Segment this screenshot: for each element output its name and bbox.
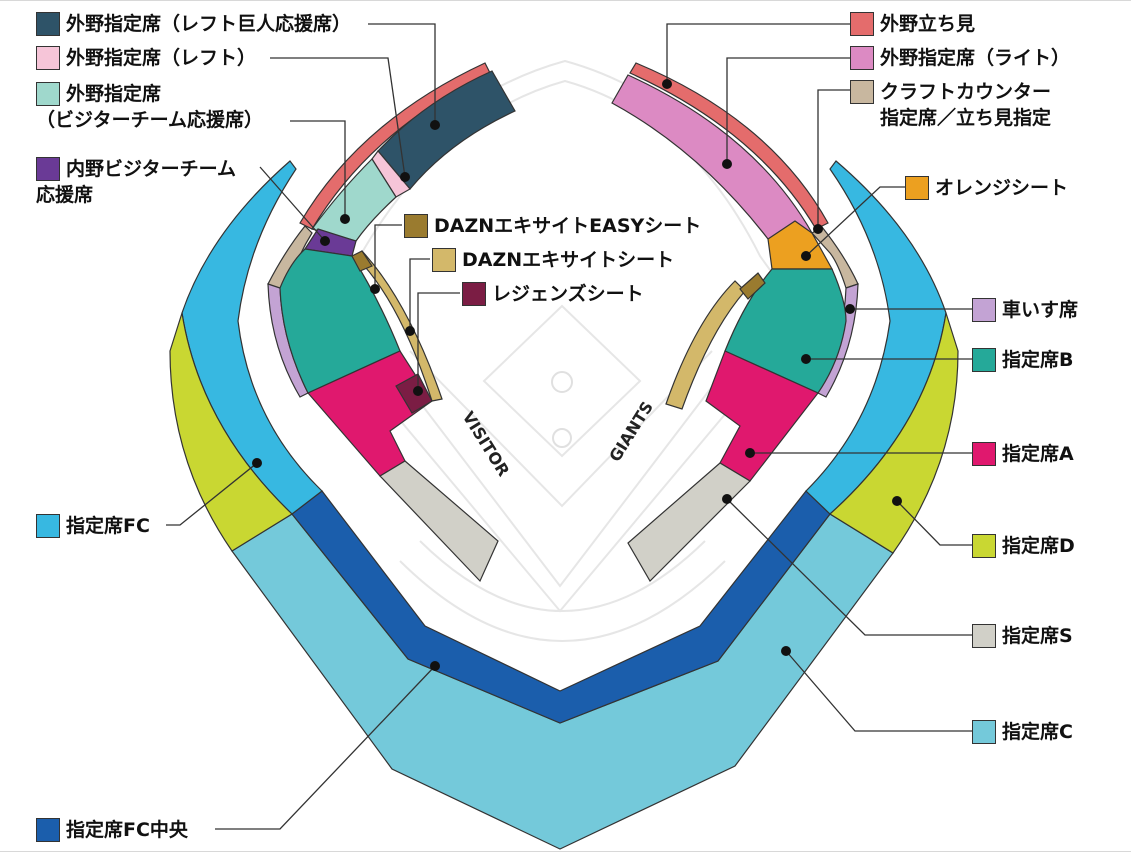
legend-text: 外野指定席（レフト巨人応援席） [66,13,352,35]
legend-text: （ビジターチーム応援席） [36,109,264,131]
section-outfield-visitor [310,158,397,242]
legend-seat-a: 指定席A [972,441,1074,467]
swatch [850,80,874,104]
legend-orange: オレンジシート [905,175,1068,201]
legend-text: オレンジシート [935,177,1069,199]
legend-outfield-left: 外野指定席（レフト） [36,45,256,71]
swatch [36,818,60,842]
legend-fc: 指定席FC [36,513,150,539]
section-seat-d-right [829,312,959,554]
home-plate [552,428,572,448]
swatch [36,157,60,181]
legend-fc-center: 指定席FC中央 [36,817,188,843]
legend-text: 外野指定席（レフト） [66,47,257,69]
legend-text: 外野指定席 [66,83,162,105]
legend-text: 指定席D [1002,535,1075,557]
swatch [972,624,996,648]
section-seat-s-right [627,462,751,582]
swatch [905,176,929,200]
leader-lines [166,23,972,830]
legend-infield-visitor: 内野ビジターチーム 応援席 [36,156,236,208]
section-excite-easy-right [739,272,766,300]
legend-text: DAZNエキサイトEASYシート [434,215,702,237]
legend-excite-easy: DAZNエキサイトEASYシート [404,213,701,239]
legend-text: 内野ビジターチーム [66,158,237,180]
swatch [972,720,996,744]
legend-text: クラフトカウンター [880,81,1052,103]
swatch [972,442,996,466]
legend-seat-s: 指定席S [972,623,1073,649]
section-excite-easy-left [351,250,373,272]
swatch [972,348,996,372]
swatch [404,214,428,238]
section-seat-s-left [379,460,499,583]
legend-text: レジェンズシート [492,283,644,305]
legend-text: 指定席FC [66,515,150,537]
legend-seat-d: 指定席D [972,533,1075,559]
legend-text: 指定席FC中央 [66,819,188,841]
section-seat-b-left [279,248,401,394]
legend-outfield-visitor: 外野指定席 （ビジターチーム応援席） [36,81,263,133]
legend-text: 応援席 [36,184,94,206]
legend-outfield-giants: 外野指定席（レフト巨人応援席） [36,11,351,37]
section-excite-left [355,250,443,402]
section-seat-b-right [724,268,847,394]
swatch [36,46,60,70]
pitcher-mound [551,371,573,393]
legend-craft: クラフトカウンター 指定席／立ち見指定 [850,79,1051,131]
swatch [432,248,456,272]
swatch [972,298,996,322]
swatch [36,82,60,106]
legend-outfield-standing: 外野立ち見 [850,11,975,37]
legend-text: 外野立ち見 [880,13,976,35]
legend-text: 車いす席 [1002,299,1079,321]
section-excite-right [665,280,746,410]
legend-text: 指定席A [1002,443,1074,465]
swatch [462,282,486,306]
swatch [850,12,874,36]
section-orange [767,220,834,270]
legend-seat-b: 指定席B [972,347,1073,373]
swatch [36,514,60,538]
legend-wheelchair: 車いす席 [972,297,1078,323]
legend-text: 指定席S [1002,625,1073,647]
legend-legends: レジェンズシート [462,281,644,307]
visitor-label: VISITOR [459,408,514,480]
section-seat-d-left [169,312,293,552]
swatch [36,12,60,36]
legend-text: 指定席C [1002,721,1073,743]
section-outfield-giants [377,70,516,190]
legend-outfield-right: 外野指定席（ライト） [850,45,1070,71]
legend-text: 外野指定席（ライト） [880,47,1071,69]
legend-text: 指定席B [1002,349,1074,371]
legend-text: DAZNエキサイトシート [462,249,675,271]
swatch [972,534,996,558]
legend-text: 指定席／立ち見指定 [880,107,1052,129]
swatch [850,46,874,70]
leader-dots [252,79,902,671]
legend-seat-c: 指定席C [972,719,1073,745]
legend-excite: DAZNエキサイトシート [432,247,674,273]
